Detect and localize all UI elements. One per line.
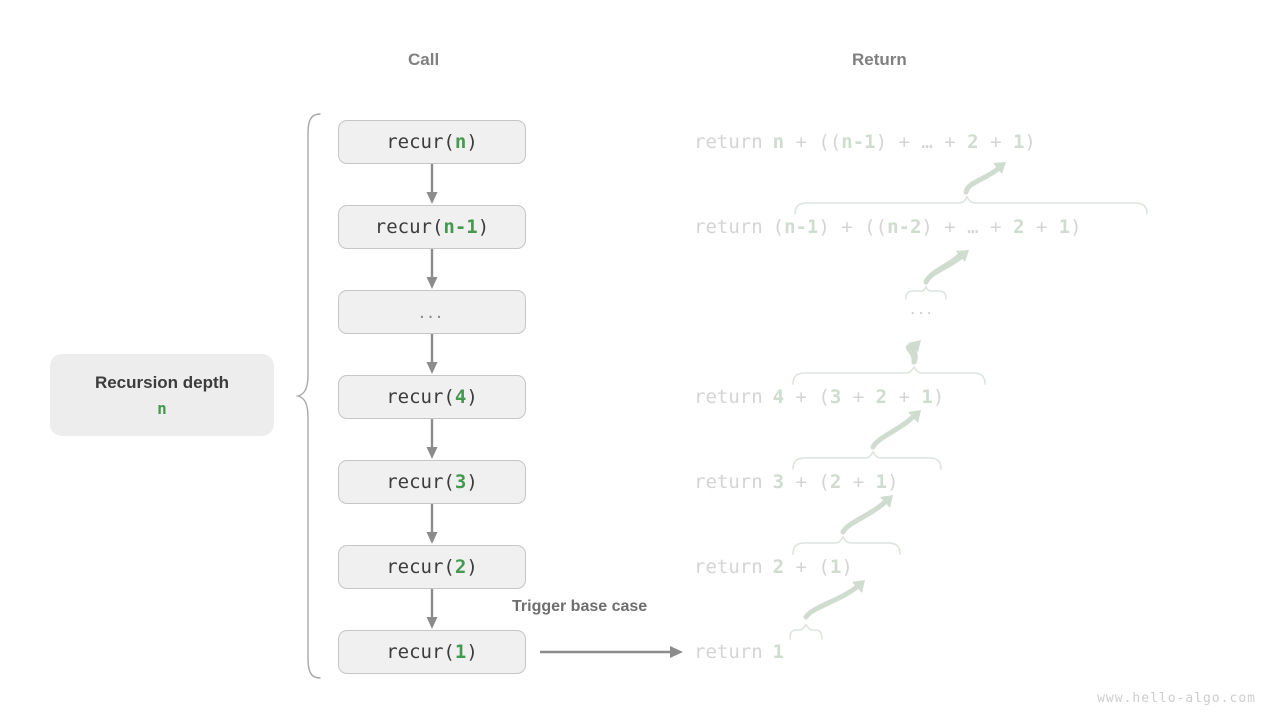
call-box-text: recur(4) bbox=[386, 386, 478, 408]
return-line-1: return 1 bbox=[694, 637, 784, 667]
call-box-recur-3: recur(3) bbox=[338, 460, 526, 504]
call-box-text: recur(2) bbox=[386, 556, 478, 578]
return-keyword: return bbox=[694, 641, 763, 663]
return-keyword: return bbox=[694, 556, 763, 578]
return-expression: 2 + (1) bbox=[772, 556, 853, 578]
return-keyword: return bbox=[694, 131, 763, 153]
return-line-2: return 2 + (1) bbox=[694, 552, 853, 582]
call-box-text: recur(n) bbox=[386, 131, 478, 153]
return-line-ellipsis: ... bbox=[910, 298, 935, 319]
return-line-3: return 3 + (2 + 1) bbox=[694, 467, 899, 497]
call-box-recur-n-1: recur(n-1) bbox=[338, 205, 526, 249]
call-box-recur-1: recur(1) bbox=[338, 630, 526, 674]
column-header-return: Return bbox=[852, 50, 907, 69]
call-box-recur-n: recur(n) bbox=[338, 120, 526, 164]
call-box-recur-2: recur(2) bbox=[338, 545, 526, 589]
return-keyword: return bbox=[694, 216, 763, 238]
return-expression: n + ((n-1) + … + 2 + 1) bbox=[772, 131, 1036, 153]
recursion-depth-label: Recursion depth n bbox=[50, 354, 274, 436]
return-expression: 4 + (3 + 2 + 1) bbox=[772, 386, 945, 408]
recursion-depth-value: n bbox=[157, 398, 167, 418]
call-box-text: ... bbox=[419, 300, 445, 323]
column-header-call: Call bbox=[408, 50, 440, 69]
call-arrow-down-icon bbox=[426, 164, 438, 204]
trigger-base-case-arrow-icon bbox=[540, 646, 683, 658]
watermark: www.hello-algo.com bbox=[1097, 691, 1256, 706]
call-arrow-down-icon bbox=[426, 249, 438, 289]
return-keyword: return bbox=[694, 386, 763, 408]
call-arrow-down-icon bbox=[426, 419, 438, 459]
return-expression: 1 bbox=[772, 641, 785, 663]
call-box-text: recur(1) bbox=[386, 641, 478, 663]
call-arrow-down-icon bbox=[426, 504, 438, 544]
return-line-4: return 4 + (3 + 2 + 1) bbox=[694, 382, 944, 412]
call-box-recur-4: recur(4) bbox=[338, 375, 526, 419]
call-arrow-down-icon bbox=[426, 334, 438, 374]
call-box-ellipsis: ... bbox=[338, 290, 526, 334]
call-box-text: recur(3) bbox=[386, 471, 478, 493]
recursion-depth-title: Recursion depth bbox=[94, 372, 230, 392]
return-line-n-1: return (n-1) + ((n-2) + … + 2 + 1) bbox=[694, 212, 1082, 242]
return-line-n: return n + ((n-1) + … + 2 + 1) bbox=[694, 127, 1036, 157]
trigger-base-case-label: Trigger base case bbox=[512, 598, 648, 615]
return-keyword: return bbox=[694, 471, 763, 493]
return-expression: 3 + (2 + 1) bbox=[772, 471, 899, 493]
recursion-depth-brace bbox=[296, 113, 321, 679]
call-box-text: recur(n-1) bbox=[374, 216, 490, 238]
return-expression: (n-1) + ((n-2) + … + 2 + 1) bbox=[772, 216, 1082, 238]
call-arrow-down-icon bbox=[426, 589, 438, 629]
